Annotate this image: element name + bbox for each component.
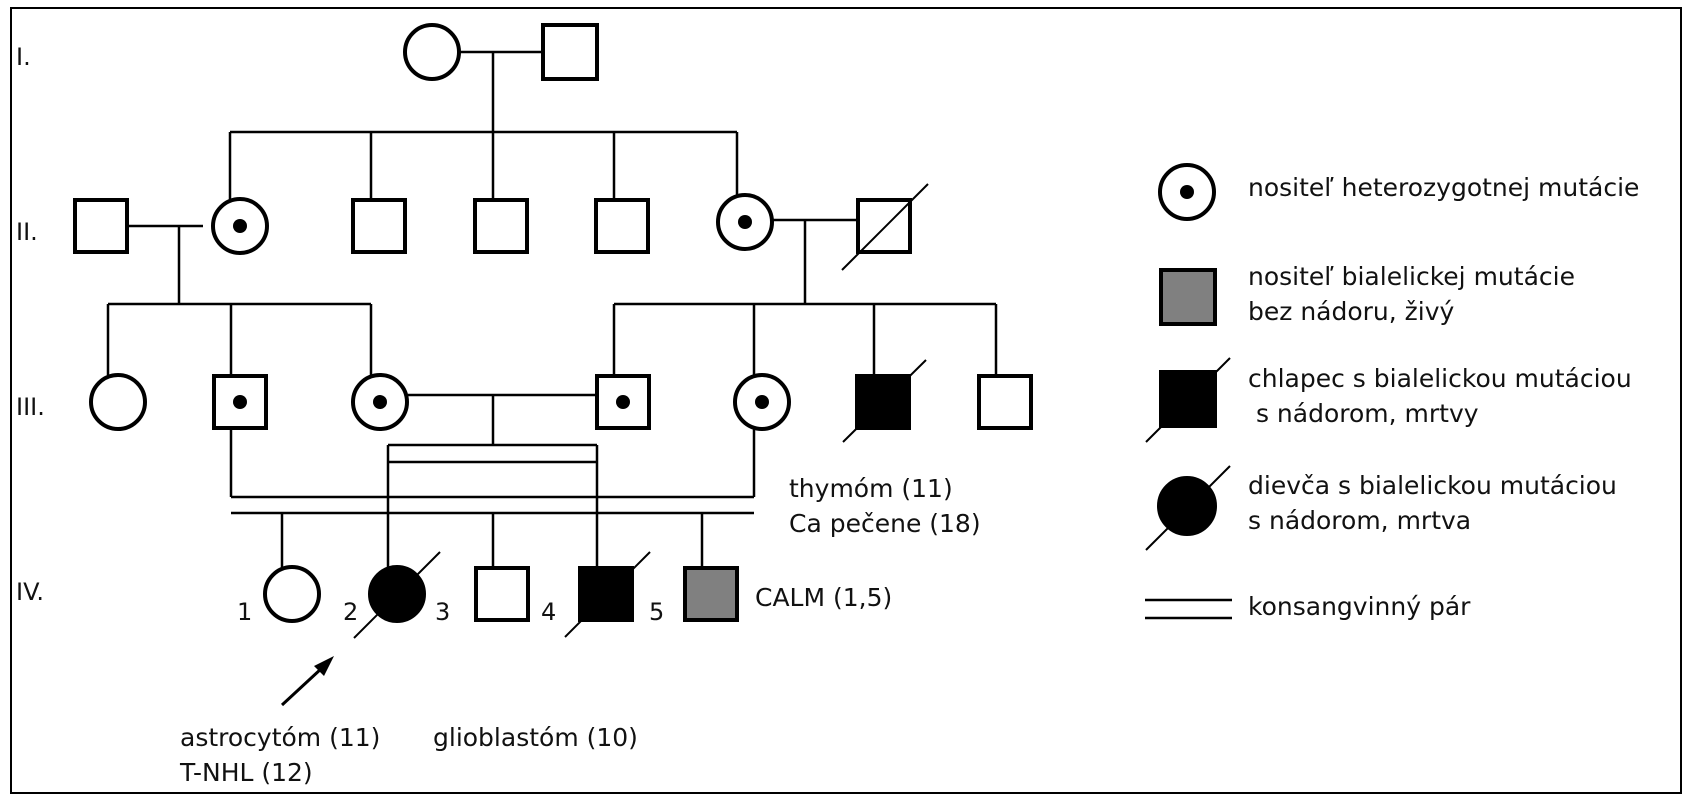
individual-ii3-male [351,198,407,254]
generation-label-iii: III. [16,393,45,421]
carrier-dot [755,395,769,409]
sibship-line-ii [228,130,739,200]
individual-number-2: 2 [343,598,358,626]
individual-iii1-female [89,373,147,431]
legend-text-5: konsangvinný pár [1248,592,1471,621]
generation-label-ii: II. [16,218,38,246]
legend-text-2b: bez nádoru, živý [1248,297,1455,326]
legend-grey-square-icon [1159,268,1217,326]
carrier-dot [373,395,387,409]
individual-ii1-male [73,198,129,254]
carrier-dot [233,395,247,409]
individual-ii5-male [594,198,650,254]
annotation-iv2-line2: T-NHL (12) [179,758,313,787]
deceased-slash [564,551,651,638]
individual-number-3: 3 [435,598,450,626]
individual-i1-female [403,23,461,81]
individual-iii7-male [977,374,1033,430]
individual-ii7-male-deceased [856,198,912,254]
legend-dot [1180,185,1194,199]
individual-number-1: 1 [237,598,252,626]
deceased-slash [353,551,441,639]
generation-label-iv: IV. [16,578,44,606]
legend-text-3a: chlapec s bialelickou mutáciou [1248,364,1632,393]
legend-deceased-slash [1145,357,1231,443]
descent-lines-iv [229,428,756,568]
individual-iv5-male-biallelic-unaffected [683,566,739,622]
individual-number-4: 4 [541,598,556,626]
annotation-iv5: CALM (1,5) [755,583,892,612]
legend-text-1: nositeľ heterozygotnej mutácie [1248,173,1639,202]
individual-iv3-male [474,566,530,622]
individual-ii4-male [473,198,529,254]
sibship-line-iii-right [612,302,998,375]
deceased-slash [841,183,929,271]
deceased-slash [842,359,927,443]
generation-label-i: I. [16,43,31,71]
annotation-iv2-line1: astrocytóm (11) [180,723,380,752]
individual-i2-male [541,23,599,81]
generation-ii [73,183,929,304]
legend-text-3b: s nádorom, mrtvy [1248,399,1479,428]
individual-iv1-female [263,565,321,623]
figure-frame [10,7,1682,794]
legend-text-2a: nositeľ bialelickej mutácie [1248,262,1575,291]
individual-iv4-male-affected-deceased [578,566,634,622]
carrier-dot [738,215,752,229]
annotation-iii6-line1: thymóm (11) [789,474,953,503]
annotation-iv4: glioblastóm (10) [433,723,638,752]
generation-i [403,23,599,132]
generation-iv: 1 2 3 4 5 [237,551,739,707]
generation-iii [89,359,1033,444]
consanguinity-bars [231,443,754,515]
carrier-dot [233,219,247,233]
legend: nositeľ heterozygotnej mutácie nositeľ b… [1145,163,1639,621]
individual-number-5: 5 [649,598,664,626]
legend-text-4a: dievča s bialelickou mutáciou [1248,471,1617,500]
proband-arrow-head [314,656,334,676]
legend-deceased-slash [1145,465,1231,551]
proband-arrow-shaft [280,666,324,707]
sibship-line-iii-left [106,302,373,375]
carrier-dot [616,395,630,409]
legend-text-4b: s nádorom, mrtva [1248,506,1471,535]
legend-black-circle-icon [1157,476,1217,536]
annotation-iii6-line2: Ca pečene (18) [789,509,981,538]
